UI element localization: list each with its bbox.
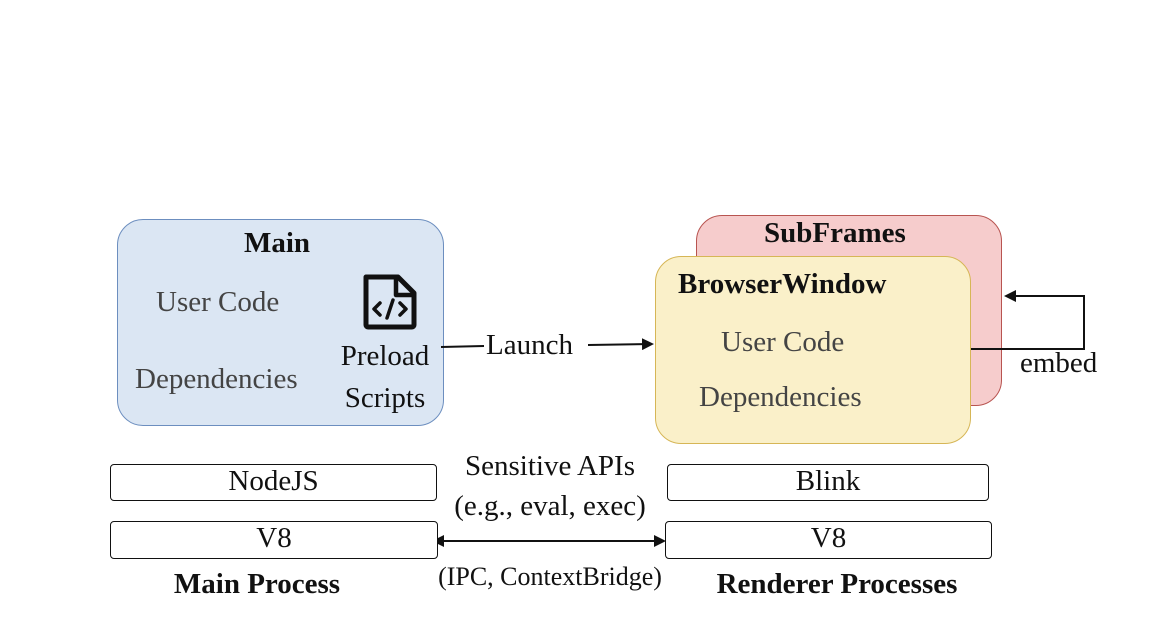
renderer-processes-caption: Renderer Processes [716, 568, 958, 600]
sensitive-apis-label: Sensitive APIs [465, 450, 635, 482]
launch-arrow [587, 338, 654, 351]
v8-layer-renderer: V8 [665, 521, 992, 559]
browserwindow-user-code: User Code [721, 326, 845, 358]
main-dependencies: Dependencies [135, 363, 298, 395]
embed-arrow [971, 290, 1085, 350]
browserwindow-dependencies: Dependencies [699, 381, 862, 413]
blink-layer: Blink [667, 464, 989, 501]
main-user-code: User Code [156, 286, 280, 318]
preload-label-line2: Scripts [344, 382, 426, 414]
main-box [117, 219, 444, 426]
main-title: Main [244, 227, 311, 259]
preload-label-line1: Preload [340, 340, 430, 372]
nodejs-layer: NodeJS [110, 464, 437, 501]
embed-label: embed [1020, 347, 1098, 379]
ipc-label: (IPC, ContextBridge) [438, 562, 662, 591]
main-process-caption: Main Process [173, 568, 341, 600]
browserwindow-title: BrowserWindow [678, 268, 887, 300]
browserwindow-box [655, 256, 971, 444]
code-file-icon [360, 272, 420, 332]
subframes-title: SubFrames [764, 217, 906, 249]
launch-label: Launch [486, 329, 573, 362]
sensitive-apis-examples: (e.g., eval, exec) [454, 490, 646, 522]
v8-layer-main: V8 [110, 521, 438, 559]
launch-arrow-left [440, 345, 485, 348]
